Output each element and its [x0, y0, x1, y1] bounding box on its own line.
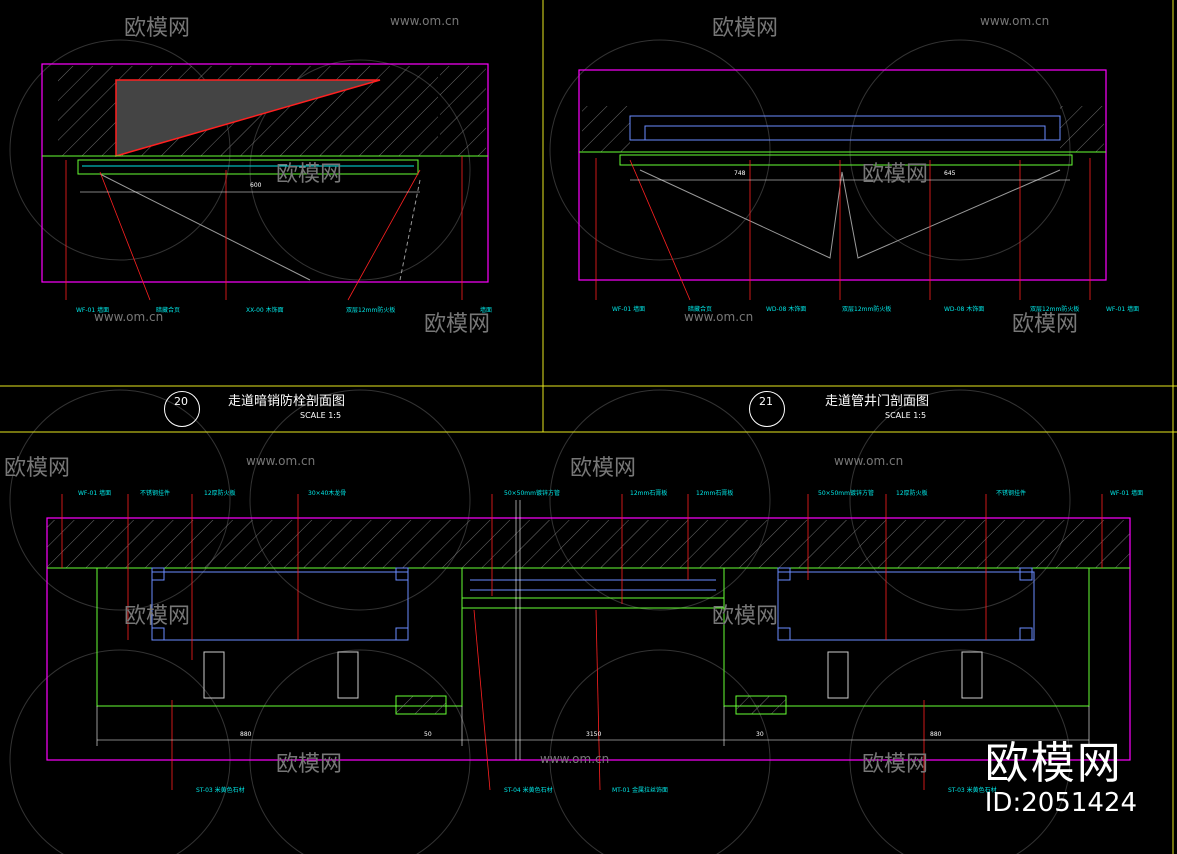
main-top-label-0: WF-01 墙面 — [78, 490, 112, 497]
label-21-2: WD-08 木饰面 — [766, 306, 807, 313]
label-21-3: 双层12mm防火板 — [842, 306, 892, 313]
watermark-url-4: www.om.cn — [684, 310, 754, 324]
label-wall: 墙面 — [480, 307, 493, 314]
drawing-21-dim-2: 645 — [944, 170, 956, 177]
section-20 — [41, 63, 489, 301]
drawing-20-dim: 600 — [250, 182, 262, 189]
watermark-url-7: www.om.cn — [540, 752, 610, 766]
main-top-label-9: 不锈钢挂件 — [996, 490, 1027, 497]
watermark-url-1: www.om.cn — [390, 14, 460, 28]
drawing-21-number: 21 — [759, 395, 773, 408]
main-top-label-2: 12厚防火板 — [204, 490, 236, 497]
label-21-5: 双层12mm防火板 — [1030, 306, 1080, 313]
main-top-label-5: 12mm石膏板 — [630, 490, 668, 497]
drawing-20-scale: SCALE 1:5 — [300, 411, 342, 420]
main-bottom-label-3: ST-03 米黄色石材 — [948, 787, 997, 794]
watermark-brand-3: 欧模网 — [276, 162, 343, 187]
watermark-id: ID:2051424 — [984, 788, 1137, 818]
drawing-21-number-circle — [749, 391, 785, 427]
watermark-brand-5: 欧模网 — [424, 312, 491, 337]
main-dim-2: 880 — [930, 731, 942, 738]
label-21-0: WF-01 墙面 — [612, 306, 646, 313]
label-wood: XX-00 木饰面 — [246, 307, 284, 314]
drawing-20-number: 20 — [174, 395, 188, 408]
main-section — [46, 494, 1131, 791]
watermark-url-2: www.om.cn — [980, 14, 1050, 28]
watermark-brand-8: 欧模网 — [570, 456, 637, 481]
label-fireboard: 双层12mm防火板 — [346, 307, 396, 314]
watermark-brand-12: 欧模网 — [862, 752, 929, 777]
main-top-label-3: 30×40木龙骨 — [308, 490, 347, 497]
main-bottom-label-0: ST-03 米黄色石材 — [196, 787, 245, 794]
main-top-label-8: 12厚防火板 — [896, 490, 928, 497]
watermark-brand-6: 欧模网 — [1012, 312, 1079, 337]
main-top-label-10: WF-01 墙面 — [1110, 490, 1144, 497]
section-21 — [578, 69, 1107, 301]
main-bottom-label-2: MT-01 金属拉丝饰面 — [612, 787, 668, 794]
main-top-label-1: 不锈钢挂件 — [140, 490, 171, 497]
watermark-brand-2: 欧模网 — [712, 16, 779, 41]
label-wf01: WF-01 墙面 — [76, 307, 110, 314]
watermark-brand-7: 欧模网 — [4, 456, 71, 481]
main-dim-0: 880 — [240, 731, 252, 738]
main-dim-3: 50 — [424, 731, 432, 738]
main-top-label-6: 12mm石膏板 — [696, 490, 734, 497]
main-dim-1: 3150 — [586, 731, 602, 738]
main-bottom-label-1: ST-04 米黄色石材 — [504, 787, 553, 794]
watermark-brand-4: 欧模网 — [862, 162, 929, 187]
watermark-url-5: www.om.cn — [246, 454, 316, 468]
label-hinge: 暗藏合页 — [156, 307, 181, 314]
main-dim-4: 30 — [756, 731, 764, 738]
main-top-label-7: 50×50mm镀锌方管 — [818, 490, 874, 497]
watermark-brand-10: 欧模网 — [712, 604, 779, 629]
drawing-21-title: 走道管井门剖面图 — [825, 394, 930, 409]
label-21-1: 暗藏合页 — [688, 306, 713, 313]
watermark-brand-9: 欧模网 — [124, 604, 191, 629]
label-21-6: WF-01 墙面 — [1106, 306, 1140, 313]
watermark-brand-11: 欧模网 — [276, 752, 343, 777]
drawing-20-title: 走道暗销防栓剖面图 — [228, 394, 346, 409]
label-21-4: WD-08 木饰面 — [944, 306, 985, 313]
watermark-url-6: www.om.cn — [834, 454, 904, 468]
main-top-label-4: 50×50mm镀锌方管 — [504, 490, 560, 497]
watermark-url-3: www.om.cn — [94, 310, 164, 324]
drawing-20-number-circle — [164, 391, 200, 427]
watermark-brand-large: 欧模网 — [984, 738, 1123, 789]
watermark-brand-1: 欧模网 — [124, 16, 191, 41]
drawing-21-dim-1: 748 — [734, 170, 746, 177]
drawing-21-scale: SCALE 1:5 — [885, 411, 927, 420]
watermark-id-block: 欧模网 ID:2051424 — [984, 738, 1137, 819]
